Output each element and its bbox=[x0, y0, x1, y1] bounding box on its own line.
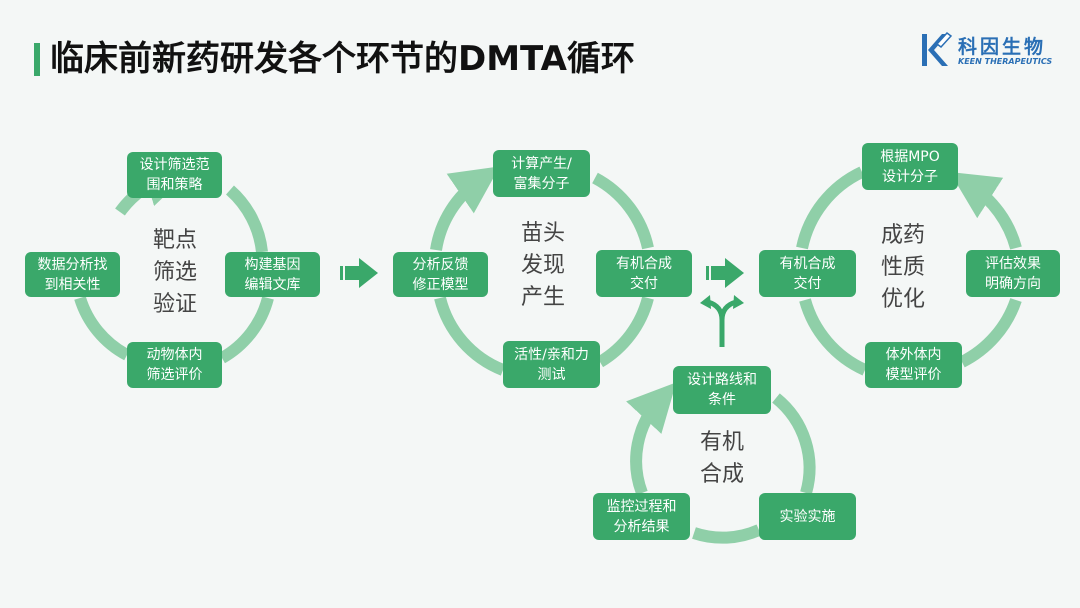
box-design-route: 设计路线和 条件 bbox=[673, 366, 771, 414]
box-design-screening-strategy: 设计筛选范 围和策略 bbox=[127, 152, 222, 198]
company-logo: 科因生物 KEEN THERAPEUTICS bbox=[920, 30, 1053, 70]
logo-chinese-name: 科因生物 bbox=[958, 36, 1047, 58]
ring-arrow bbox=[430, 166, 500, 252]
arrow-cycle2-to-cycle3 bbox=[706, 258, 744, 288]
title-accent-bar bbox=[34, 43, 40, 76]
keen-logo-icon bbox=[922, 31, 953, 66]
box-mpo-design: 根据MPO 设计分子 bbox=[862, 143, 958, 190]
box-evaluate-direction: 评估效果 明确方向 bbox=[966, 250, 1060, 297]
cycle-label-drug-optimization: 成药 性质 优化 bbox=[880, 223, 925, 312]
split-arrow-icon bbox=[700, 295, 744, 347]
ring-segment bbox=[772, 393, 816, 495]
cycle-label-target-screening: 靶点 筛选 验证 bbox=[152, 228, 197, 317]
ring-segment bbox=[959, 297, 1022, 368]
ring-arrow bbox=[949, 172, 1022, 250]
ring-segment bbox=[796, 166, 865, 250]
ring-segment bbox=[799, 298, 868, 376]
box-compute-enrich-molecules: 计算产生/ 富集分子 bbox=[493, 150, 590, 197]
cycle-ring-organic-synthesis bbox=[626, 382, 816, 544]
box-animal-screening: 动物体内 筛选评价 bbox=[127, 342, 222, 388]
cycle-label-hit-discovery: 苗头 发现 产生 bbox=[520, 221, 565, 310]
box-data-analysis: 数据分析找 到相关性 bbox=[25, 252, 120, 297]
cycle-ring-target-screening bbox=[74, 160, 274, 364]
ring-segment bbox=[692, 524, 762, 544]
arrow-cycle1-to-cycle2 bbox=[340, 258, 378, 288]
cycle-ring-drug-optimization bbox=[796, 166, 1022, 376]
ring-segment bbox=[218, 296, 274, 364]
logo-english-name: KEEN THERAPEUTICS bbox=[958, 57, 1053, 66]
ring-segment bbox=[74, 296, 130, 361]
box-build-gene-library: 构建基因 编辑文库 bbox=[225, 252, 320, 297]
ring-segment bbox=[225, 185, 268, 253]
box-experiment-execution: 实验实施 bbox=[759, 493, 856, 540]
box-activity-affinity-test: 活性/亲和力 测试 bbox=[503, 341, 600, 388]
cycle-label-organic-synthesis: 有机 合成 bbox=[699, 430, 744, 487]
page-title: 临床前新药研发各个环节的DMTA循环 bbox=[50, 39, 635, 79]
box-in-vitro-in-vivo: 体外体内 模型评价 bbox=[865, 342, 962, 388]
ring-arrow bbox=[626, 382, 677, 496]
ring-segment bbox=[596, 296, 654, 368]
box-synthesis-delivery: 有机合成 交付 bbox=[596, 250, 692, 297]
box-synthesis-delivery-2: 有机合成 交付 bbox=[759, 250, 856, 297]
ring-segment bbox=[592, 172, 654, 250]
cycle-ring-hit-discovery bbox=[430, 166, 654, 376]
ring-segment bbox=[434, 296, 506, 376]
box-monitor-analyze: 监控过程和 分析结果 bbox=[593, 493, 690, 540]
box-analyze-feedback-model: 分析反馈 修正模型 bbox=[393, 252, 488, 297]
